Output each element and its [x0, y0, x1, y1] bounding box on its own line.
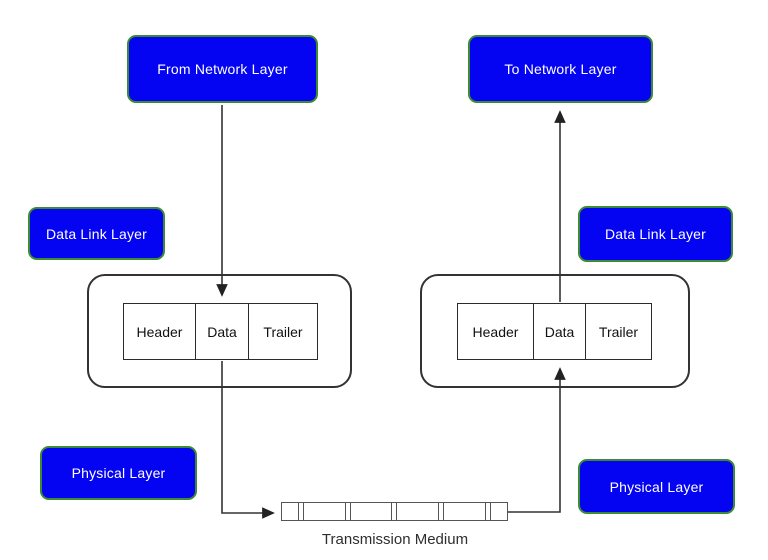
frame-container-left [87, 274, 352, 388]
frame-cell-data-right: Data [534, 304, 586, 359]
medium-segment-divider [438, 503, 444, 520]
frame-cell-trailer-left: Trailer [249, 304, 317, 359]
frame-container-right [420, 274, 690, 388]
node-physical-layer-left: Physical Layer [40, 446, 197, 500]
frame-table-right: Header Data Trailer [457, 303, 652, 360]
node-to-network-layer: To Network Layer [468, 35, 653, 103]
medium-segment-divider [298, 503, 304, 520]
medium-segment-divider [345, 503, 351, 520]
frame-cell-data-left: Data [196, 304, 249, 359]
transmission-medium-bar [281, 502, 508, 521]
frame-cell-header-left: Header [124, 304, 196, 359]
node-data-link-layer-left: Data Link Layer [28, 207, 165, 260]
node-data-link-layer-right: Data Link Layer [578, 206, 733, 262]
medium-segment-divider [391, 503, 397, 520]
arrow-medium-to-data [508, 367, 566, 513]
frame-cell-header-right: Header [458, 304, 534, 359]
node-physical-layer-right: Physical Layer [578, 459, 735, 514]
transmission-medium-label: Transmission Medium [321, 531, 469, 548]
frame-table-left: Header Data Trailer [123, 303, 318, 360]
medium-segment-divider [485, 503, 491, 520]
frame-cell-trailer-right: Trailer [586, 304, 651, 359]
node-from-network-layer: From Network Layer [127, 35, 318, 103]
